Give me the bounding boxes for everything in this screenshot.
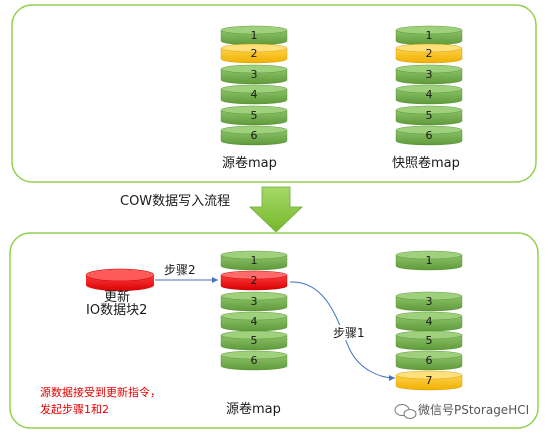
bottom-source-map-column: 1 2 3 4 5 6 [220,250,288,371]
top-source-block-3-label: 3 [251,68,258,81]
watermark: 微信号PStorageHCI [418,403,529,417]
top-snapshot-block-2: 2 [395,43,463,64]
top-snapshot-block-1-label: 1 [426,29,433,42]
bottom-source-block-2-label: 2 [251,274,258,287]
bottom-snapshot-block-3-label: 3 [426,295,433,308]
top-source-block-5: 5 [220,105,288,126]
top-source-map-label: 源卷map [222,155,277,171]
top-snapshot-block-4: 4 [395,84,463,105]
bottom-snapshot-map-column: 1 3 4 5 6 7 [395,250,463,391]
bottom-source-map-label: 源卷map [226,401,281,417]
top-snapshot-block-2-label: 2 [426,47,433,60]
top-source-block-6-label: 6 [251,129,258,142]
bottom-snapshot-block-1-label: 1 [426,254,433,267]
top-panel [11,4,537,183]
top-snapshot-block-5: 5 [395,105,463,126]
top-source-block-1-label: 1 [251,29,258,42]
bottom-snapshot-block-7-label: 7 [426,374,433,387]
bottom-source-block-4: 4 [220,311,288,332]
top-source-map-column: 1 2 3 4 5 6 [220,25,288,146]
bottom-source-block-5-label: 5 [251,334,258,347]
top-snapshot-block-4-label: 4 [426,88,433,101]
top-snapshot-map-label: 快照卷map [392,155,460,171]
top-snapshot-block-6-label: 6 [426,129,433,142]
bottom-snapshot-block-6-label: 6 [426,354,433,367]
bottom-source-block-1-label: 1 [251,254,258,267]
top-snapshot-block-6: 6 [395,125,463,146]
new-io-label-line2: IO数据块2 [86,303,147,318]
top-snapshot-block-1: 1 [395,25,463,46]
bottom-source-block-3-label: 3 [251,295,258,308]
new-io-label-line1: 更新 [104,289,130,305]
bottom-source-block-2: 2 [220,270,288,291]
top-source-block-1: 1 [220,25,288,46]
bottom-source-block-6: 6 [220,350,288,371]
bottom-snapshot-block-1: 1 [395,250,463,271]
note-line1: 源数据接受到更新指令， [40,385,161,399]
bottom-snapshot-block-5: 5 [395,330,463,351]
bottom-source-block-4-label: 4 [251,315,258,328]
bottom-snapshot-block-3: 3 [395,291,463,312]
bottom-source-block-5: 5 [220,330,288,351]
top-source-block-5-label: 5 [251,109,258,122]
note-line2: 发起步骤1和2 [40,402,109,416]
bottom-source-block-3: 3 [220,291,288,312]
bottom-snapshot-block-5-label: 5 [426,334,433,347]
step2-label: 步骤2 [164,263,196,277]
bottom-source-block-6-label: 6 [251,354,258,367]
top-source-block-4: 4 [220,84,288,105]
bottom-snapshot-block-6: 6 [395,350,463,371]
new-io-block [85,268,155,291]
bottom-panel [9,232,539,429]
bottom-source-block-1: 1 [220,250,288,271]
bottom-snapshot-block-4: 4 [395,311,463,332]
top-source-block-2-label: 2 [251,47,258,60]
flow-down-arrow [249,186,303,233]
top-snapshot-block-5-label: 5 [426,109,433,122]
step1-label: 步骤1 [333,326,365,340]
flow-label: COW数据写入流程 [120,194,230,209]
wechat-icon [394,404,417,419]
top-source-block-3: 3 [220,64,288,85]
top-snapshot-block-3-label: 3 [426,68,433,81]
top-source-block-4-label: 4 [251,88,258,101]
step1-arrow [289,281,396,381]
top-source-block-2: 2 [220,43,288,64]
top-source-block-6: 6 [220,125,288,146]
bottom-snapshot-block-4-label: 4 [426,315,433,328]
top-snapshot-block-3: 3 [395,64,463,85]
bottom-snapshot-block-7: 7 [395,370,463,391]
top-snapshot-map-column: 1 2 3 4 5 6 [395,25,463,146]
